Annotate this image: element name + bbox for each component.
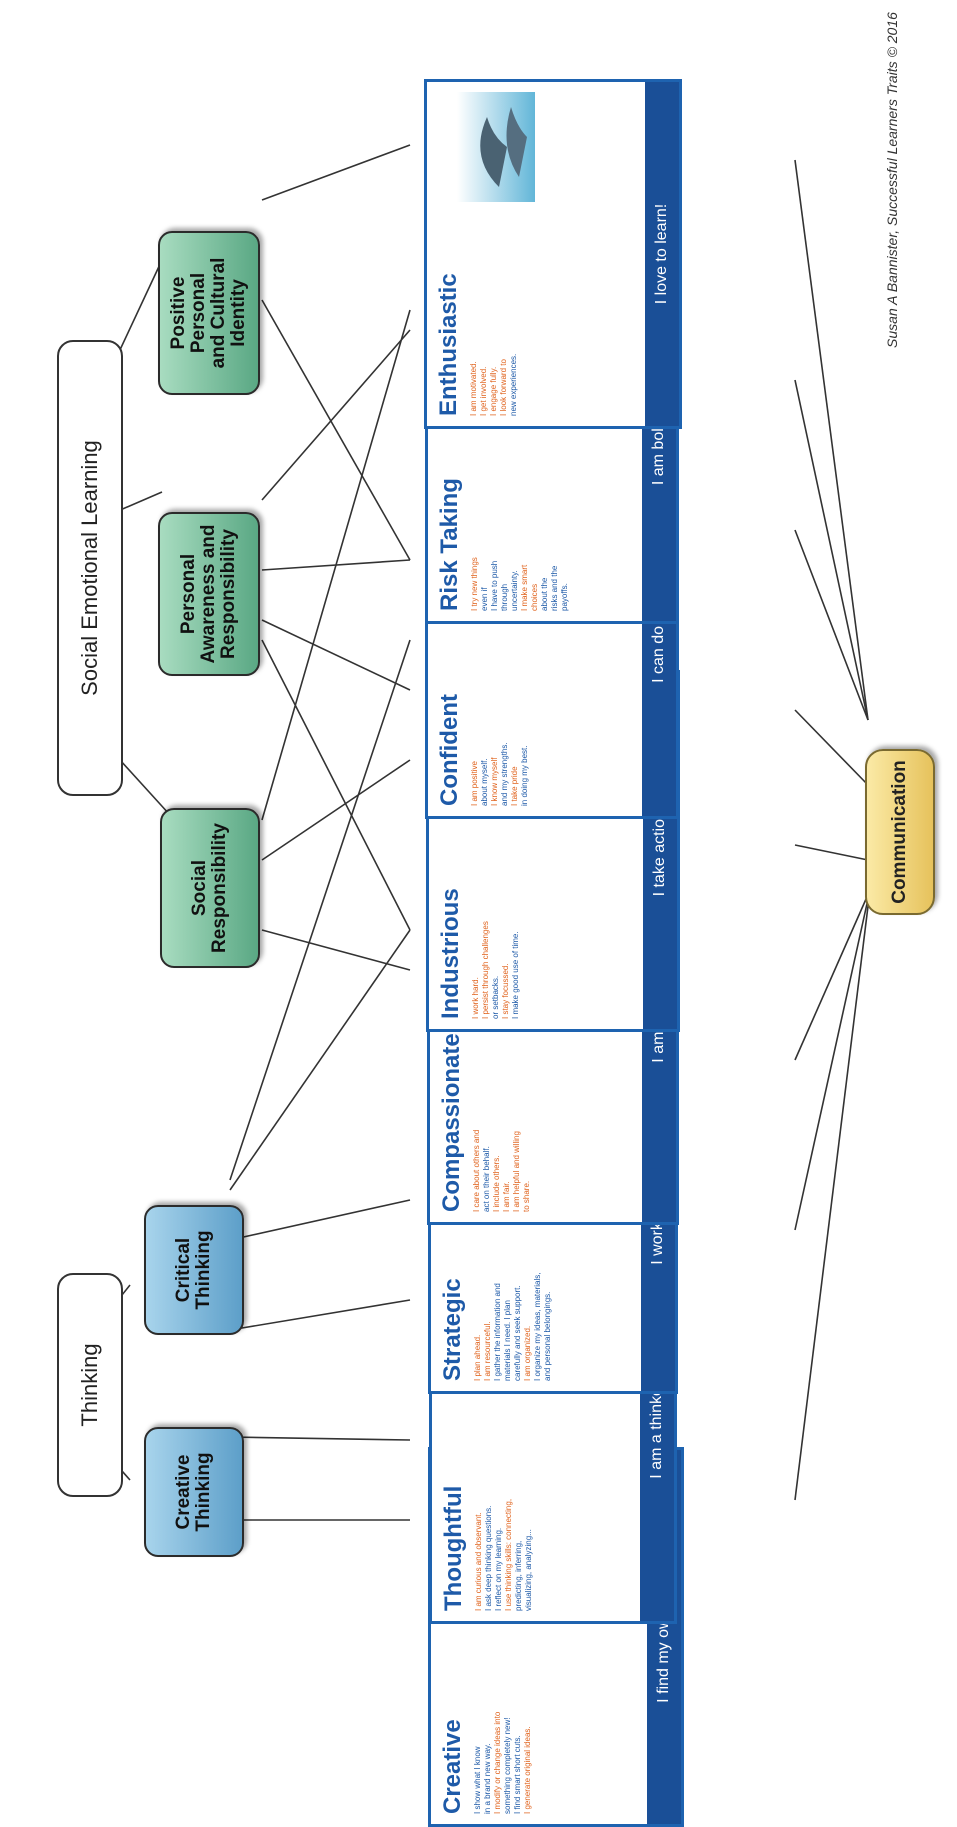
- connector-lines: [89, 144, 871, 1521]
- card-compassionate-lines: I care about others and act on their beh…: [472, 1129, 531, 1212]
- sel-category-box: Social Emotional Learning: [57, 340, 123, 796]
- creative-thinking-box: Creative Thinking: [144, 1427, 244, 1557]
- copyright-credit: Susan A Bannister, Successful Learners T…: [884, 12, 900, 348]
- critical-thinking-box: Critical Thinking: [144, 1205, 244, 1335]
- card-risk-taking-lines: I try new things even if I have to push …: [470, 557, 569, 611]
- card-strategic-lines: I plan ahead. I am resourceful. I gather…: [473, 1272, 552, 1382]
- thinking-category-box: Thinking: [57, 1273, 123, 1497]
- card-creative-lines: I show what I know in a brand new way. I…: [473, 1711, 532, 1814]
- card-industrious-lines: I work hard. I persist through challenge…: [471, 921, 520, 1019]
- card-enthusiastic-lines: I am motivated. I get involved. I engage…: [469, 353, 518, 416]
- creative-thinking-label: Creative Thinking: [173, 1452, 214, 1532]
- critical-thinking-label: Critical Thinking: [173, 1230, 214, 1310]
- card-enthusiastic-slogan: I love to learn!: [645, 82, 679, 426]
- social-responsibility-label: Social Responsibility: [189, 823, 230, 953]
- thinking-label: Thinking: [77, 1343, 102, 1427]
- cultural-identity-label: Positive Personal and Cultural Identity: [168, 257, 249, 369]
- card-thoughtful-lines: I am curious and observant. I ask deep t…: [474, 1498, 533, 1611]
- communication-label: Communication: [889, 760, 910, 904]
- social-responsibility-box: Social Responsibility: [160, 808, 260, 968]
- sel-label: Social Emotional Learning: [77, 440, 102, 696]
- personal-awareness-label: Personal Awareness and Responsibility: [178, 524, 239, 664]
- card-enthusiastic: Enthusiastic I am motivated. I get invol…: [424, 79, 682, 429]
- cultural-identity-box: Positive Personal and Cultural Identity: [158, 231, 260, 395]
- personal-awareness-box: Personal Awareness and Responsibility: [158, 512, 260, 676]
- card-confident-lines: I am positive about myself. I know mysel…: [470, 742, 529, 806]
- communication-box: Communication: [865, 749, 935, 915]
- dolphin-icon: [457, 92, 535, 202]
